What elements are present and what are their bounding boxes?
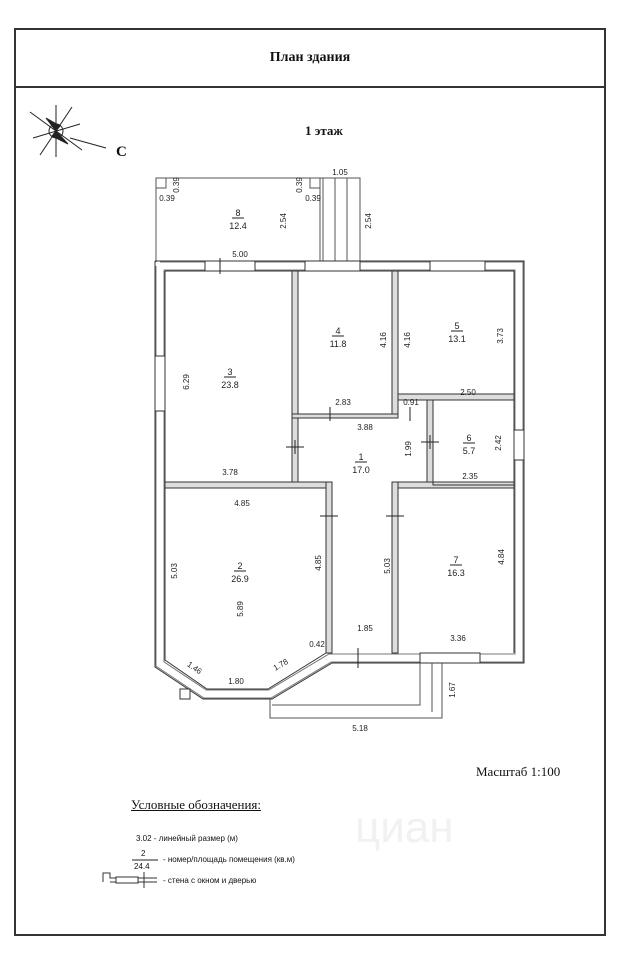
room-1-area: 17.0 bbox=[352, 465, 370, 475]
legend-wall-desc: - стена с окном и дверью bbox=[163, 876, 257, 885]
dim-room5-bottom: 2.50 bbox=[460, 388, 476, 397]
rear-porch bbox=[269, 663, 443, 719]
room-4-number: 4 bbox=[335, 326, 340, 336]
room-6-area: 5.7 bbox=[463, 446, 476, 456]
dim-room2-right: 4.85 bbox=[314, 555, 323, 571]
legend-dimension-sample: 3.02 bbox=[136, 834, 152, 843]
watermark-text: циан bbox=[355, 803, 454, 852]
dim-hall-lower: 5.03 bbox=[383, 558, 392, 574]
legend-title: Условные обозначения: bbox=[131, 797, 262, 812]
dim-hall-right: 1.99 bbox=[404, 441, 413, 457]
legend-dimension-desc: - линейный размер (м) bbox=[153, 834, 238, 843]
compass-icon bbox=[29, 105, 107, 157]
dim-room2-left: 5.03 bbox=[170, 563, 179, 579]
dim-terrace-left-h: 0.39 bbox=[159, 194, 175, 203]
entry-steps bbox=[322, 177, 361, 263]
dim-porch-side: 2.54 bbox=[364, 213, 373, 229]
windows bbox=[154, 260, 525, 700]
room-5-area: 13.1 bbox=[448, 334, 466, 344]
room-3-area: 23.8 bbox=[221, 380, 239, 390]
dim-room5-right: 3.73 bbox=[496, 328, 505, 344]
scale-label: Масштаб 1:100 bbox=[476, 764, 561, 779]
dim-terrace-side: 2.54 bbox=[279, 213, 288, 229]
room-8-number: 8 bbox=[235, 208, 240, 218]
dim-porch-top: 1.05 bbox=[332, 168, 348, 177]
room-6-number: 6 bbox=[466, 433, 471, 443]
room-3-number: 3 bbox=[227, 367, 232, 377]
dim-room2-inner: 5.89 bbox=[236, 601, 245, 617]
room-4-area: 11.8 bbox=[330, 339, 347, 349]
dim-porch-bottom-depth: 1.67 bbox=[448, 682, 457, 698]
legend-dimension-row: 3.02 - линейный размер (м) bbox=[136, 834, 238, 843]
dim-room2-bay-bottom: 1.80 bbox=[228, 677, 244, 686]
dim-room3-left: 6.29 bbox=[182, 374, 191, 390]
dim-room7-bottom: 3.36 bbox=[450, 634, 466, 643]
dim-room2-corner: 0.42 bbox=[309, 640, 325, 649]
dim-room4-right: 4.16 bbox=[379, 332, 388, 348]
room-7-number: 7 bbox=[453, 555, 458, 565]
floor-label: 1 этаж bbox=[305, 123, 343, 138]
dim-hall-bottom: 1.85 bbox=[357, 624, 373, 633]
dim-hall-top: 3.88 bbox=[357, 423, 373, 432]
room-5-number: 5 bbox=[454, 321, 459, 331]
dim-room5-left: 4.16 bbox=[403, 332, 412, 348]
drawing-frame: План здания bbox=[14, 28, 606, 936]
room-8-area: 12.4 bbox=[229, 221, 247, 231]
legend-room-number: 2 bbox=[141, 849, 146, 858]
dim-door-gap: 0.91 bbox=[403, 398, 419, 407]
dim-terrace-right-v: 0.39 bbox=[295, 177, 304, 193]
door-marks bbox=[219, 258, 439, 668]
dim-terrace-right-h: 0.39 bbox=[305, 194, 321, 203]
room-2-area: 26.9 bbox=[231, 574, 249, 584]
north-label: С bbox=[116, 144, 127, 160]
legend-wall-sample bbox=[102, 872, 157, 888]
dim-room4-bottom: 2.83 bbox=[335, 398, 351, 407]
dim-room3-top: 5.00 bbox=[232, 250, 248, 259]
dim-room2-bay-left: 1.46 bbox=[185, 660, 203, 677]
room-1-number: 1 bbox=[358, 452, 363, 462]
dim-room2-top: 4.85 bbox=[234, 499, 250, 508]
terrace-outline bbox=[155, 177, 323, 262]
room-7-area: 16.3 bbox=[447, 568, 465, 578]
dim-room2-bay-right: 1.78 bbox=[272, 657, 290, 673]
dim-porch-bottom-width: 5.18 bbox=[352, 724, 368, 733]
legend-room-desc: - номер/площадь помещения (кв.м) bbox=[163, 855, 295, 864]
legend-room-area: 24.4 bbox=[134, 862, 150, 871]
dim-room7-right: 4.84 bbox=[497, 549, 506, 565]
page-title: План здания bbox=[16, 30, 604, 88]
dim-room6-bottom: 2.35 bbox=[462, 472, 478, 481]
room-2-number: 2 bbox=[237, 561, 242, 571]
dim-terrace-left-v: 0.39 bbox=[172, 177, 181, 193]
dim-room3-bottom: 3.78 bbox=[222, 468, 238, 477]
dim-room6-right: 2.42 bbox=[494, 435, 503, 451]
